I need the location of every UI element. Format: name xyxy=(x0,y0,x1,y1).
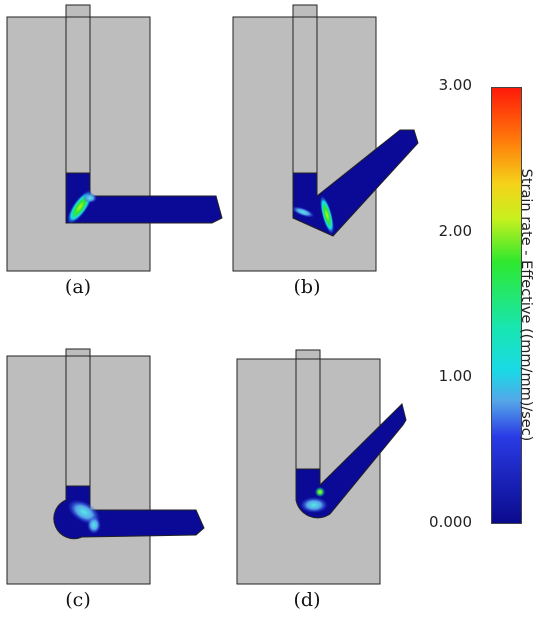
colorbar xyxy=(491,87,522,524)
channel-vertical xyxy=(295,358,321,470)
channel-vertical xyxy=(292,16,318,174)
strain-band xyxy=(300,497,328,513)
strain-hotspot xyxy=(315,487,325,497)
panel-d xyxy=(236,349,407,585)
caption-b: (b) xyxy=(293,276,321,298)
colorbar-tick-label: 0.000 xyxy=(429,513,472,531)
channel-vertical xyxy=(65,355,91,487)
caption-d: (d) xyxy=(293,589,321,611)
strain-band-secondary xyxy=(83,193,97,203)
panel-a xyxy=(6,4,223,272)
punch-top xyxy=(65,348,91,357)
strain-band xyxy=(319,195,335,235)
caption-c: (c) xyxy=(65,589,91,611)
caption-a: (a) xyxy=(64,276,92,298)
colorbar-tick-label: 1.00 xyxy=(438,367,472,386)
strain-band-secondary xyxy=(291,206,315,218)
strain-band-secondary xyxy=(87,516,101,534)
panel-c xyxy=(6,348,205,585)
colorbar-tick-label: 3.00 xyxy=(438,76,472,94)
channel-vertical xyxy=(65,16,91,174)
colorbar-tick-label: 2.00 xyxy=(438,221,472,240)
panel-b xyxy=(232,4,419,272)
colorbar-title: Strain rate - Effective ((mm/mm)/sec) xyxy=(518,168,534,442)
punch-top xyxy=(65,4,91,18)
punch-top xyxy=(292,4,318,18)
punch-top xyxy=(295,349,321,360)
workpiece xyxy=(65,172,223,224)
